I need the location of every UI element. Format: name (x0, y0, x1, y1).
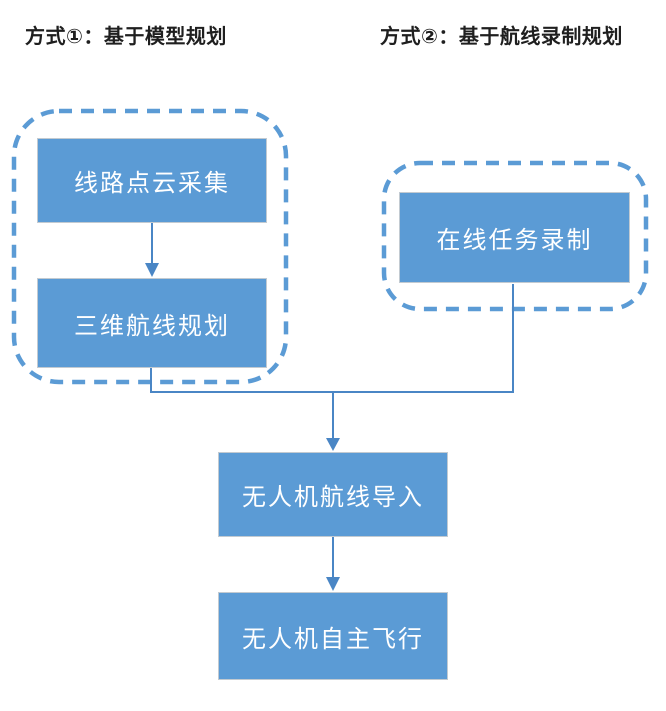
node-label: 三维航线规划 (74, 312, 230, 340)
node-label: 在线任务录制 (436, 227, 593, 254)
node-route-pointcloud-collection: 线路点云采集 (37, 138, 267, 223)
node-uav-autonomous-flight: 无人机自主飞行 (218, 592, 448, 680)
node-label: 无人机航线导入 (242, 484, 424, 511)
node-label: 线路点云采集 (74, 170, 230, 197)
heading-method1: 方式①：基于模型规划 (25, 26, 227, 48)
node-online-task-recording: 在线任务录制 (399, 192, 630, 283)
dashed-group-method2 (381, 160, 649, 312)
node-uav-route-import: 无人机航线导入 (218, 452, 448, 537)
heading-method2: 方式②：基于航线录制规划 (380, 26, 623, 48)
arrow-down-icon (326, 438, 340, 451)
node-label: 无人机自主飞行 (242, 625, 424, 653)
arrow-down-icon (145, 263, 159, 277)
node-3d-route-planning: 三维航线规划 (37, 278, 267, 368)
arrow-down-icon (326, 577, 340, 591)
